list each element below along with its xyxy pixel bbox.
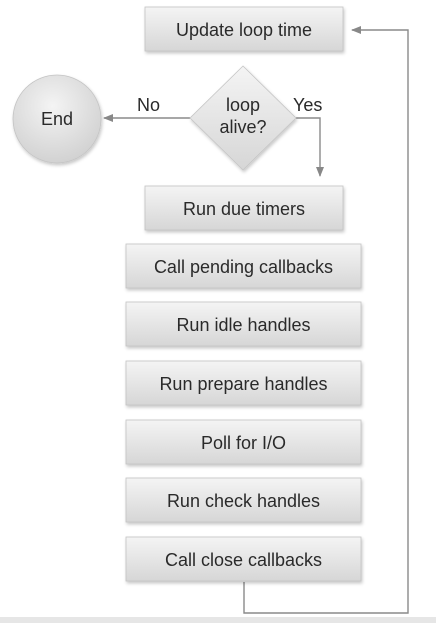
- loop-back-connector: [243, 26, 409, 614]
- step-call-close-callbacks: Call close callbacks: [125, 536, 362, 582]
- yes-connector: [296, 117, 324, 177]
- no-label: No: [137, 95, 160, 115]
- step-run-idle-handles: Run idle handles: [125, 301, 362, 347]
- step-poll-for-io: Poll for I/O: [125, 419, 362, 465]
- step-label: Update loop time: [176, 20, 312, 40]
- step-run-check-handles: Run check handles: [125, 477, 362, 523]
- step-update-loop-time: Update loop time: [144, 6, 344, 52]
- step-label: Run check handles: [167, 491, 320, 511]
- end-terminal: End: [12, 74, 102, 164]
- step-label: Run prepare handles: [159, 374, 327, 394]
- step-run-due-timers: Run due timers: [144, 185, 344, 231]
- step-label: Call close callbacks: [165, 550, 322, 570]
- step-label: Run due timers: [183, 199, 305, 219]
- bottom-divider: [0, 617, 436, 623]
- step-label: Call pending callbacks: [154, 257, 333, 277]
- connectors: [103, 26, 409, 614]
- step-call-pending-callbacks: Call pending callbacks: [125, 243, 362, 289]
- end-label: End: [41, 109, 73, 129]
- step-run-prepare-handles: Run prepare handles: [125, 360, 362, 406]
- decision-label-line2: alive?: [219, 117, 266, 137]
- yes-label: Yes: [293, 95, 322, 115]
- step-label: Run idle handles: [176, 315, 310, 335]
- step-label: Poll for I/O: [201, 433, 286, 453]
- decision-loop-alive: loop alive?: [189, 65, 297, 171]
- decision-label-line1: loop: [226, 95, 260, 115]
